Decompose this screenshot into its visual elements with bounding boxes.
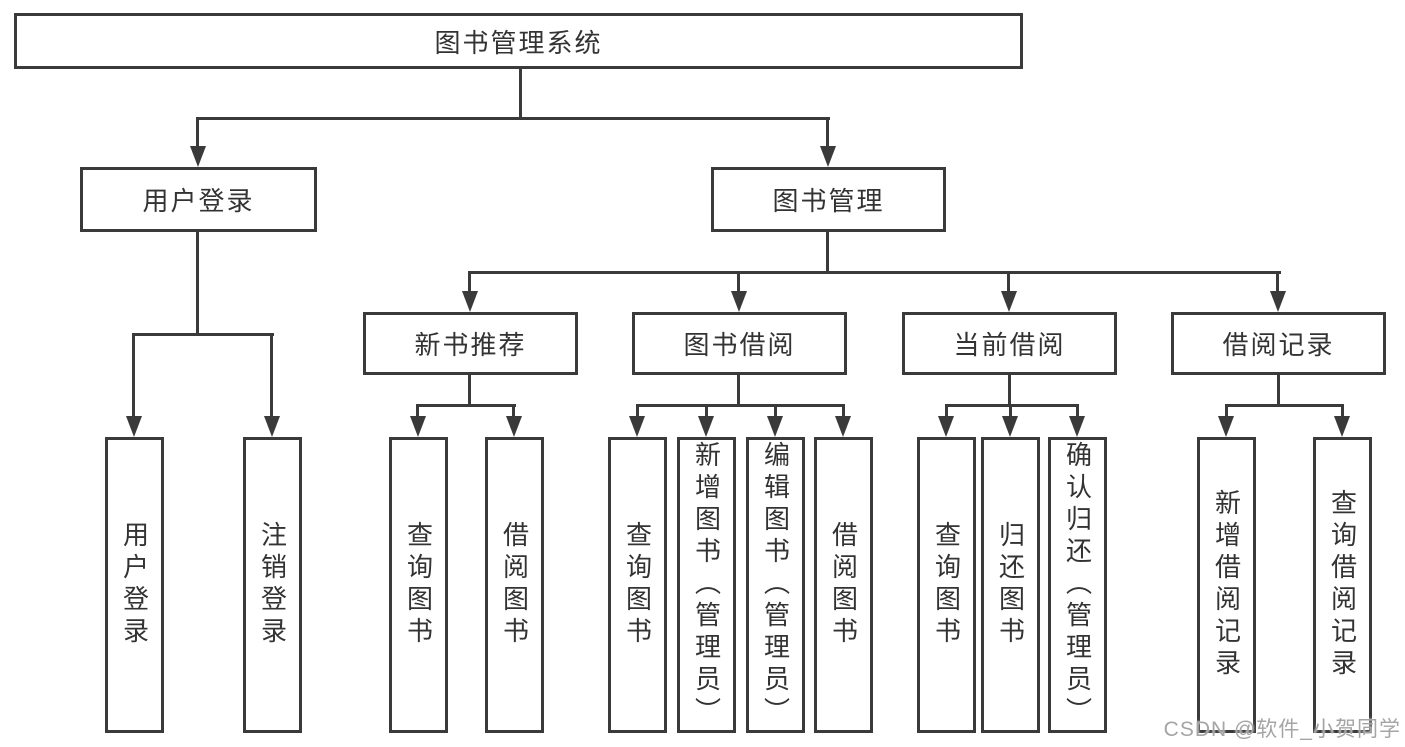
arrow-down	[938, 416, 954, 437]
connector-line	[468, 271, 1281, 274]
leaf-cb-query-books-label: 查询图书	[931, 521, 962, 649]
connector-line	[737, 375, 740, 406]
arrow-down	[264, 416, 280, 437]
connector-line	[1007, 271, 1010, 293]
leaf-bb-query-books: 查询图书	[608, 437, 667, 733]
connector-line	[826, 232, 829, 274]
leaf-cb-query-books: 查询图书	[917, 437, 976, 733]
node-new-book-recommendation-label: 新书推荐	[414, 330, 527, 360]
leaf-logout-label: 注销登录	[257, 521, 288, 649]
leaf-cb-return-books: 归还图书	[981, 437, 1040, 733]
arrow-down	[820, 146, 836, 167]
node-book-borrowing: 图书借阅	[632, 312, 847, 375]
leaf-bb-add-book-admin: 新增图书（管理员）	[677, 437, 736, 733]
node-book-management: 图书管理	[711, 167, 946, 232]
node-user-login: 用户登录	[80, 167, 317, 232]
leaf-br-query-record-label: 查询借阅记录	[1327, 489, 1358, 681]
connector-line	[512, 404, 515, 418]
node-current-borrowing-label: 当前借阅	[953, 330, 1066, 360]
connector-line	[1008, 375, 1011, 406]
arrow-down	[698, 416, 714, 437]
connector-line	[774, 404, 777, 418]
node-borrowing-records-label: 借阅记录	[1222, 330, 1335, 360]
connector-line	[1341, 404, 1344, 418]
arrow-down	[1069, 416, 1085, 437]
leaf-nbr-borrow-books-label: 借阅图书	[499, 521, 530, 649]
arrow-down	[1334, 416, 1350, 437]
connector-line	[1277, 375, 1280, 406]
node-new-book-recommendation: 新书推荐	[363, 312, 578, 375]
leaf-nbr-query-books-label: 查询图书	[403, 521, 434, 649]
node-book-management-label: 图书管理	[772, 186, 885, 216]
connector-line	[132, 333, 135, 418]
leaf-user-login: 用户登录	[105, 437, 164, 733]
node-book-borrowing-label: 图书借阅	[683, 330, 796, 360]
connector-line	[416, 404, 419, 418]
connector-line	[842, 404, 845, 418]
connector-line	[270, 333, 273, 418]
connector-line	[1276, 271, 1279, 293]
connector-line	[636, 404, 845, 407]
leaf-nbr-query-books: 查询图书	[389, 437, 448, 733]
connector-line	[196, 232, 199, 335]
connector-line	[468, 271, 471, 293]
arrow-down	[731, 291, 747, 312]
connector-line	[705, 404, 708, 418]
node-user-login-label: 用户登录	[142, 186, 255, 216]
connector-line	[416, 404, 516, 407]
leaf-bb-add-book-admin-label: 新增图书（管理员）	[691, 441, 722, 729]
leaf-nbr-borrow-books: 借阅图书	[485, 437, 544, 733]
connector-line	[1076, 404, 1079, 418]
leaf-bb-edit-book-admin: 编辑图书（管理员）	[746, 437, 805, 733]
leaf-bb-borrow-books-label: 借阅图书	[828, 521, 859, 649]
connector-line	[1225, 404, 1228, 418]
connector-line	[468, 375, 471, 406]
arrow-down	[190, 146, 206, 167]
leaf-cb-return-books-label: 归还图书	[995, 521, 1026, 649]
arrow-down	[506, 416, 522, 437]
connector-line	[197, 117, 830, 120]
connector-line	[519, 69, 522, 119]
connector-line	[196, 117, 199, 148]
node-current-borrowing: 当前借阅	[902, 312, 1117, 375]
leaf-bb-borrow-books: 借阅图书	[814, 437, 873, 733]
connector-line	[826, 117, 829, 148]
connector-line	[945, 404, 948, 418]
leaf-br-add-record-label: 新增借阅记录	[1211, 489, 1242, 681]
connector-line	[132, 333, 274, 336]
connector-line	[737, 271, 740, 293]
leaf-cb-confirm-return-admin-label: 确认归还（管理员）	[1062, 441, 1093, 729]
arrow-down	[126, 416, 142, 437]
leaf-br-query-record: 查询借阅记录	[1313, 437, 1372, 733]
leaf-user-login-label: 用户登录	[119, 521, 150, 649]
leaf-bb-query-books-label: 查询图书	[622, 521, 653, 649]
connector-line	[945, 404, 1079, 407]
leaf-cb-confirm-return-admin: 确认归还（管理员）	[1048, 437, 1107, 733]
node-root-label: 图书管理系统	[434, 27, 603, 58]
arrow-down	[767, 416, 783, 437]
leaf-bb-edit-book-admin-label: 编辑图书（管理员）	[760, 441, 791, 729]
node-borrowing-records: 借阅记录	[1171, 312, 1386, 375]
leaf-br-add-record: 新增借阅记录	[1197, 437, 1256, 733]
arrow-down	[1002, 416, 1018, 437]
connector-line	[636, 404, 639, 418]
watermark-text: CSDN @软件_小贺同学	[1163, 718, 1401, 741]
leaf-logout: 注销登录	[243, 437, 302, 733]
arrow-down	[410, 416, 426, 437]
arrow-down	[462, 291, 478, 312]
arrow-down	[835, 416, 851, 437]
connector-line	[1225, 404, 1344, 407]
arrow-down	[1218, 416, 1234, 437]
connector-line	[1009, 404, 1012, 418]
arrow-down	[1001, 291, 1017, 312]
arrow-down	[629, 416, 645, 437]
arrow-down	[1270, 291, 1286, 312]
node-root: 图书管理系统	[14, 13, 1023, 69]
